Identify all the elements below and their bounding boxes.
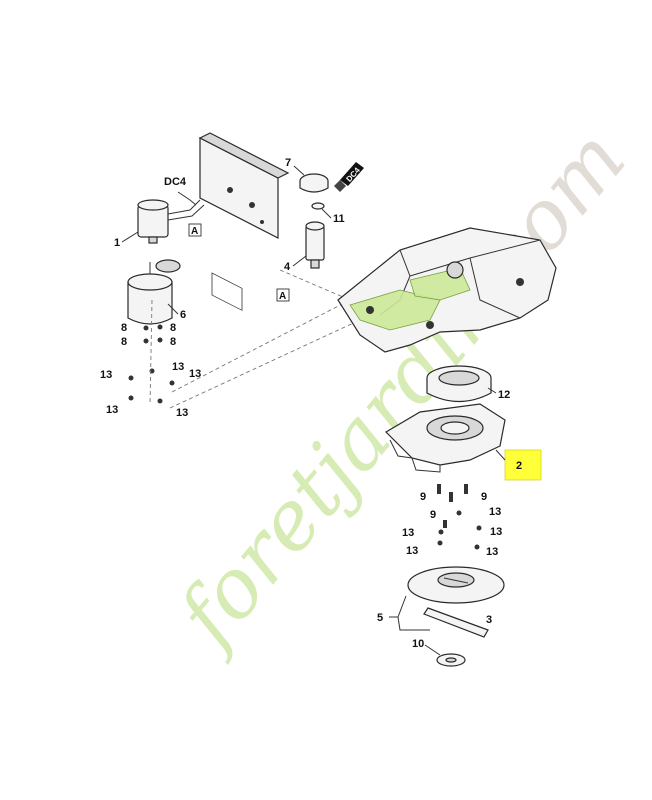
label-part-13g: 13 xyxy=(402,527,414,539)
part-cap xyxy=(299,173,329,193)
ref-a-1: A xyxy=(191,226,198,237)
label-part-13f: 13 xyxy=(489,506,501,518)
assembly-line-1 xyxy=(149,299,153,406)
label-part-1: 1 xyxy=(114,237,120,249)
label-dc4-board: DC4 xyxy=(164,176,187,188)
ref-a-2: A xyxy=(279,291,286,302)
part-blade-disc xyxy=(407,566,505,604)
label-part-13d: 13 xyxy=(106,404,118,416)
leader-part-4 xyxy=(292,255,307,267)
label-part-12: 12 xyxy=(498,389,510,401)
leader-dc4-board xyxy=(177,191,197,206)
label-part-3: 3 xyxy=(486,614,492,626)
label-part-5: 5 xyxy=(377,612,383,624)
screws-13-right xyxy=(437,510,482,550)
leader-part-1 xyxy=(121,231,139,243)
label-part-4: 4 xyxy=(284,261,291,273)
label-part-13i: 13 xyxy=(406,545,418,557)
label-part-13h: 13 xyxy=(490,526,502,538)
leader-part-10 xyxy=(424,644,441,656)
label-part-8d: 8 xyxy=(170,336,176,348)
part-skirt xyxy=(385,403,506,473)
label-part-8b: 8 xyxy=(170,322,176,334)
label-part-9b: 9 xyxy=(481,491,487,503)
leader-part-7 xyxy=(293,165,305,176)
part-height-adjuster xyxy=(305,221,325,269)
leader-part-12 xyxy=(487,387,497,394)
part-bearing-ring xyxy=(426,365,492,402)
label-part-13c: 13 xyxy=(189,368,201,380)
leader-part-11 xyxy=(321,208,332,219)
screws-8 xyxy=(143,324,163,344)
label-part-13b: 13 xyxy=(172,361,184,373)
screws-13-left xyxy=(128,368,175,404)
circuit-board xyxy=(198,132,290,311)
label-part-8c: 8 xyxy=(121,336,127,348)
assembly-line-2 xyxy=(171,299,351,393)
label-part-6: 6 xyxy=(180,309,186,321)
ref-box-a-1 xyxy=(188,223,202,237)
part-chassis xyxy=(337,227,557,353)
ref-box-a-2 xyxy=(276,288,290,302)
leader-part-6 xyxy=(167,303,179,315)
label-part-2: 2 xyxy=(516,460,522,472)
label-part-10: 10 xyxy=(412,638,424,650)
label-part-9a: 9 xyxy=(420,491,426,503)
dc4-label-board: DC4 xyxy=(164,176,187,188)
grease-tube xyxy=(334,162,364,192)
part-blade-nut xyxy=(436,653,466,667)
assembly-line-3 xyxy=(169,319,361,409)
part-motor-housing xyxy=(127,259,181,325)
assembly-line-4 xyxy=(279,269,351,301)
part-motor xyxy=(137,199,205,244)
leader-part-2 xyxy=(495,449,506,461)
part-blade xyxy=(423,607,489,638)
label-part-8a: 8 xyxy=(121,322,127,334)
label-part-13e: 13 xyxy=(176,407,188,419)
label-part-11: 11 xyxy=(333,213,345,225)
label-part-7: 7 xyxy=(285,157,291,169)
screws-9 xyxy=(437,484,468,528)
label-part-13a: 13 xyxy=(100,369,112,381)
leader-part-5 xyxy=(389,595,430,631)
highlight-part-2 xyxy=(504,449,542,481)
label-part-13j: 13 xyxy=(486,546,498,558)
label-part-9c: 9 xyxy=(430,509,436,521)
part-o-ring xyxy=(311,202,325,210)
